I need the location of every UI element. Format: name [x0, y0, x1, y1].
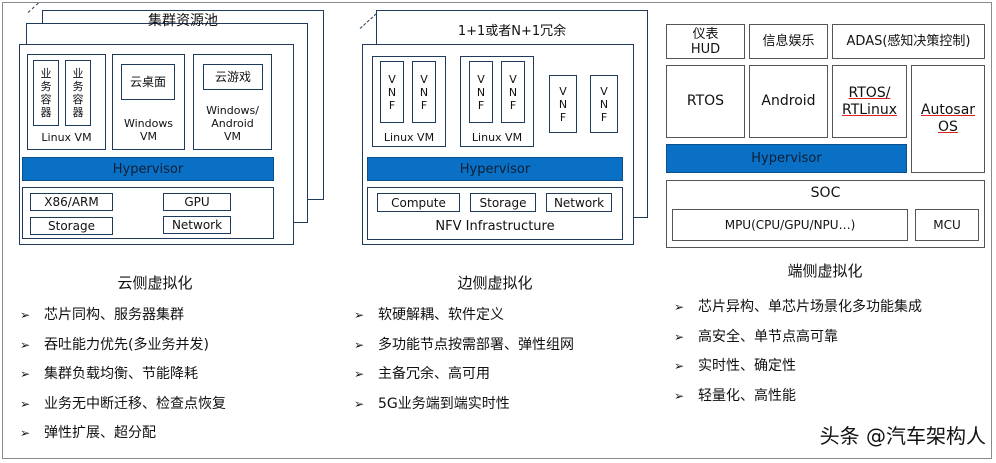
list-item: ➢主备冗余、高可用	[354, 366, 490, 382]
edge-hw-network: Network	[546, 193, 612, 212]
cloud-hypervisor-bar: Hypervisor	[22, 157, 274, 181]
edge-infra-label: NFV Infrastructure	[435, 219, 555, 234]
device-box-adas: ADAS(感知决策控制)	[832, 24, 985, 59]
device-mpu-box: MPU(CPU/GPU/NPU…)	[672, 209, 908, 241]
cloud-hw-network: Network	[163, 216, 231, 234]
edge-bullet-list: ➢软硬解耦、软件定义 ➢多功能节点按需部署、弹性组网 ➢主备冗余、高可用 ➢5G…	[352, 305, 652, 423]
edge-section-title: 边侧虚拟化	[457, 274, 533, 292]
list-item: ➢业务无中断迁移、检查点恢复	[20, 395, 226, 412]
watermark: 头条 @汽车架构人	[819, 424, 986, 448]
list-item: ➢软硬解耦、软件定义	[354, 307, 504, 323]
edge-vnf-3: V N F	[469, 61, 493, 123]
business-container-1: 业 务 容 器	[33, 60, 59, 126]
device-box-autosar: Autosar OS	[911, 65, 985, 173]
list-item: ➢芯片异构、单芯片场景化多功能集成	[674, 299, 922, 315]
list-item: ➢集群负载均衡、节能降耗	[20, 366, 198, 382]
device-box-android: Android	[749, 65, 828, 138]
edge-hw-storage: Storage	[470, 193, 536, 212]
cloud-win-android-vm-label: Windows/ Android VM	[206, 104, 259, 143]
device-box-rtos-rtlinux: RTOS/ RTLinux	[832, 65, 907, 138]
list-item: ➢5G业务端到端实时性	[354, 395, 510, 412]
edge-vnf-1: V N F	[380, 61, 404, 123]
device-box-dashboard-hud: 仪表 HUD	[666, 24, 745, 59]
cloud-hw-gpu: GPU	[163, 193, 231, 211]
device-box-rtos: RTOS	[666, 65, 745, 138]
cloud-hw-x86arm: X86/ARM	[30, 193, 113, 211]
cloud-bullet-list: ➢芯片同构、服务器集群 ➢吞吐能力优先(多业务并发) ➢集群负载均衡、节能降耗 …	[18, 305, 338, 453]
cloud-game-box: 云游戏	[203, 64, 263, 90]
cloud-linux-vm-label: Linux VM	[41, 131, 92, 144]
list-item: ➢高安全、单节点高可靠	[674, 328, 838, 345]
device-bullet-list: ➢芯片异构、单芯片场景化多功能集成 ➢高安全、单节点高可靠 ➢实时性、确定性 ➢…	[672, 297, 990, 415]
list-item: ➢芯片同构、服务器集群	[20, 307, 184, 323]
cloud-hw-storage: Storage	[30, 217, 113, 235]
list-item: ➢多功能节点按需部署、弹性组网	[354, 336, 574, 353]
business-container-2: 业 务 容 器	[65, 60, 91, 126]
device-box-infotainment: 信息娱乐	[749, 24, 828, 59]
device-soc-label: SOC	[810, 185, 841, 201]
cloud-desktop-box: 云桌面	[121, 64, 175, 100]
list-item: ➢轻量化、高性能	[674, 387, 796, 404]
device-section-title: 端侧虚拟化	[787, 262, 863, 280]
cloud-pool-title: 集群资源池	[148, 13, 218, 29]
cloud-windows-vm-label: Windows VM	[123, 117, 174, 143]
edge-linux-vm-1-label: Linux VM	[383, 131, 435, 144]
edge-hw-compute: Compute	[377, 193, 460, 212]
edge-pool-title: 1+1或者N+1冗余	[457, 24, 567, 39]
edge-vnf-4: V N F	[501, 61, 525, 123]
list-item: ➢实时性、确定性	[674, 358, 796, 374]
device-hypervisor-bar: Hypervisor	[666, 144, 907, 173]
edge-vnf-5: V N F	[549, 75, 577, 133]
device-mcu-box: MCU	[915, 209, 979, 241]
list-item: ➢弹性扩展、超分配	[20, 425, 156, 441]
edge-linux-vm-2-label: Linux VM	[471, 131, 523, 144]
edge-vnf-2: V N F	[412, 61, 436, 123]
cloud-section-title: 云侧虚拟化	[117, 274, 193, 292]
edge-vnf-6: V N F	[590, 75, 618, 133]
list-item: ➢吞吐能力优先(多业务并发)	[20, 336, 209, 353]
edge-hypervisor-bar: Hypervisor	[367, 157, 623, 181]
